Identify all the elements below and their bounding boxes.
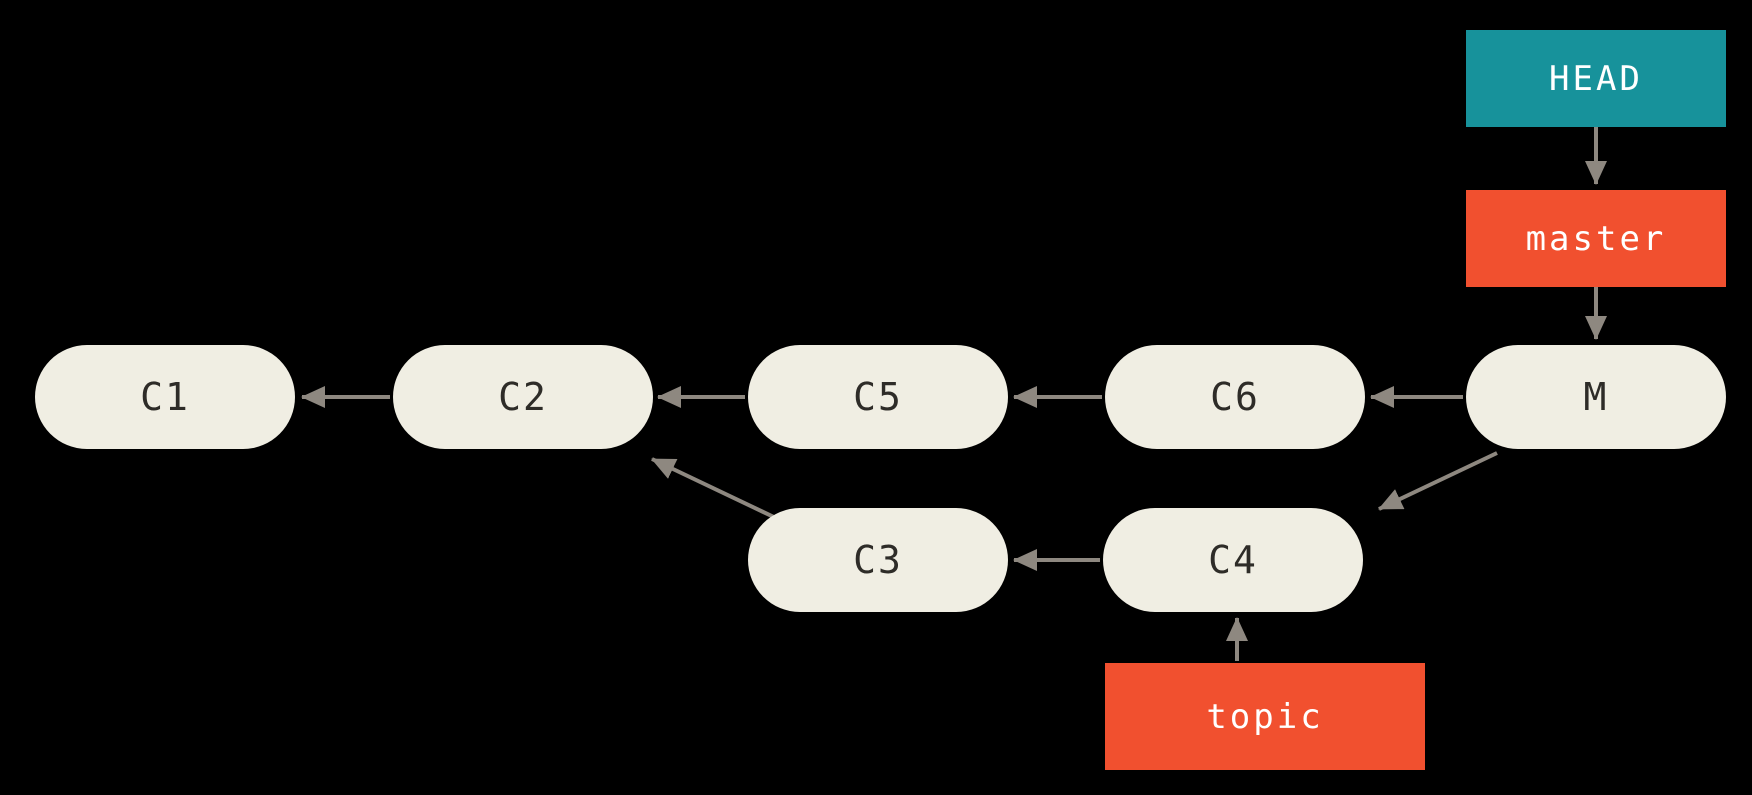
commit-node-c5-label: C5 (853, 375, 903, 419)
commit-node-c4: C4 (1103, 508, 1363, 612)
ref-label-master-text: master (1525, 218, 1667, 259)
commit-node-c6: C6 (1105, 345, 1365, 449)
ref-label-topic: topic (1105, 663, 1425, 770)
commit-node-m-label: M (1583, 375, 1609, 419)
commit-node-c4-label: C4 (1208, 538, 1258, 582)
commit-node-c3-label: C3 (853, 538, 903, 582)
commit-node-m: M (1466, 345, 1726, 449)
ref-label-topic-text: topic (1206, 696, 1324, 737)
ref-label-head: HEAD (1466, 30, 1726, 127)
commit-node-c2: C2 (393, 345, 653, 449)
commit-node-c2-label: C2 (498, 375, 548, 419)
edge-c3-to-c2 (651, 457, 779, 521)
commit-node-c1-label: C1 (140, 375, 190, 419)
commit-node-c6-label: C6 (1210, 375, 1260, 419)
edge-m-to-c4 (1378, 451, 1498, 511)
commit-node-c3: C3 (748, 508, 1008, 612)
ref-label-head-text: HEAD (1549, 58, 1643, 99)
commit-node-c1: C1 (35, 345, 295, 449)
commit-node-c5: C5 (748, 345, 1008, 449)
ref-label-master: master (1466, 190, 1726, 287)
